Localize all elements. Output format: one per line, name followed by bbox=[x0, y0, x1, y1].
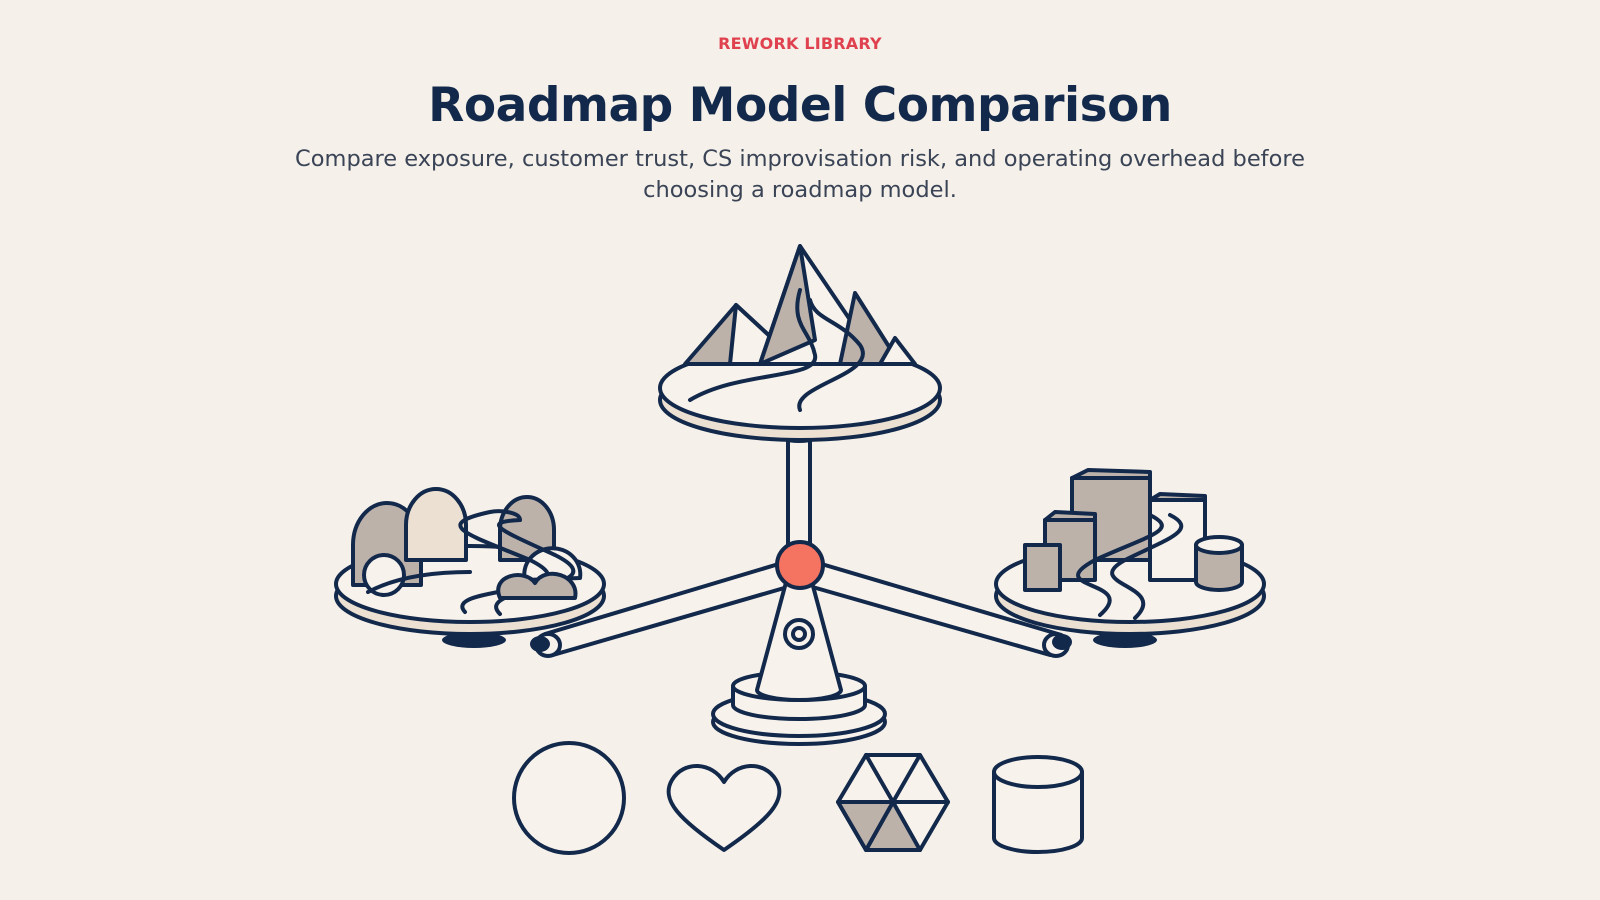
mountain-road-icon bbox=[658, 244, 942, 442]
forest-road-icon bbox=[334, 487, 606, 648]
hexagon-icon bbox=[836, 753, 950, 852]
scale-beam bbox=[530, 558, 1072, 658]
scale-stand bbox=[711, 573, 887, 746]
cylinder-icon bbox=[992, 755, 1084, 854]
page-title: Roadmap Model Comparison bbox=[428, 78, 1172, 133]
eyebrow-label: REWORK LIBRARY bbox=[718, 34, 882, 53]
heart-icon bbox=[666, 764, 782, 852]
pivot-knob-icon bbox=[775, 540, 825, 590]
city-road-icon bbox=[994, 468, 1266, 648]
page-subtitle: Compare exposure, customer trust, CS imp… bbox=[295, 146, 1305, 203]
circle-icon bbox=[512, 741, 626, 855]
